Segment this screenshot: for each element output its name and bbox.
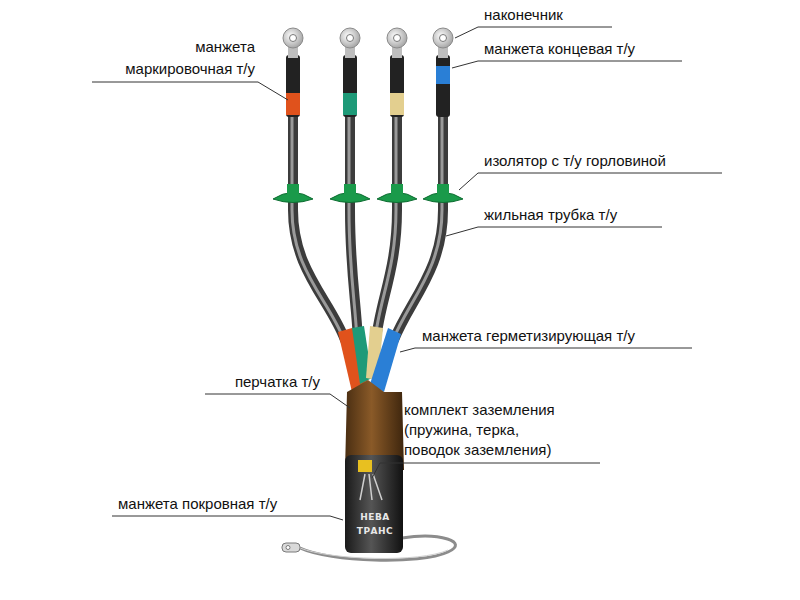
brand-mark: ТРАНС — [347, 526, 403, 537]
part-label: наконечник — [484, 5, 684, 25]
sealing-cuff — [370, 328, 401, 392]
part-label: перчатка т/у — [190, 372, 320, 392]
part-label: изолятор с т/у горловиной — [484, 151, 744, 171]
ground-lug-hole — [286, 546, 290, 550]
part-label: жильная трубка т/у — [484, 205, 704, 225]
grounding-spring — [360, 474, 382, 500]
part-label: комплект заземления (пружина, терка, пов… — [404, 400, 576, 460]
brand-mark: НЕВА — [352, 512, 398, 523]
part-label: манжета герметизирующая т/у — [422, 326, 712, 346]
cover-sleeve — [345, 455, 403, 553]
core-tubes — [292, 115, 443, 340]
insulators — [273, 184, 463, 203]
ground-lug — [282, 543, 300, 552]
grounding-tag — [358, 460, 372, 472]
part-label: манжета покровная т/у — [118, 494, 338, 514]
part-label: манжета концевая т/у — [484, 39, 704, 59]
core-ends — [283, 28, 453, 117]
part-label: манжета маркировочная т/у — [105, 36, 255, 80]
leader-lines — [92, 27, 722, 520]
